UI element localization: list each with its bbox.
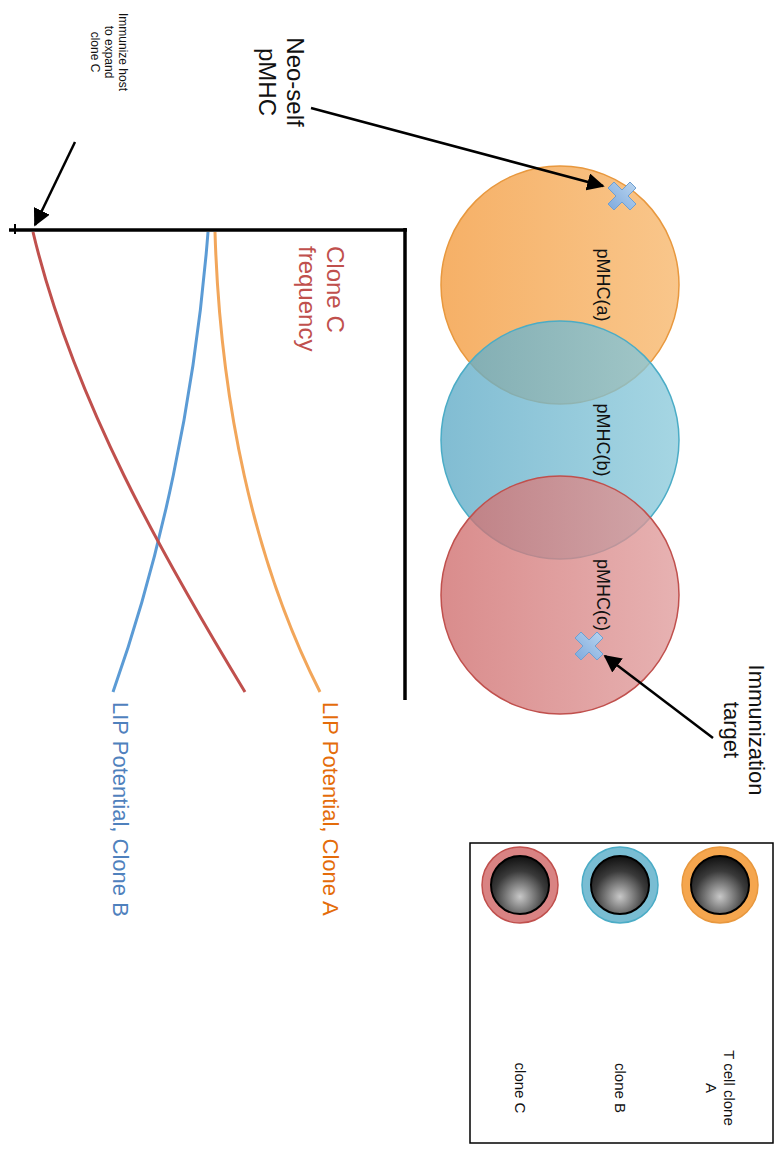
pmhc-label: pMHC(b) xyxy=(593,320,614,560)
legend-label: clone B xyxy=(611,1050,629,1126)
circle-outline xyxy=(440,475,680,715)
cell-membrane xyxy=(682,847,758,923)
chart-axis xyxy=(14,224,16,234)
cell-nucleus xyxy=(691,856,749,914)
callout-label: Immunize host to expand clone C xyxy=(88,10,129,94)
legend-item: T cell clone A xyxy=(673,845,767,1139)
cell-membrane xyxy=(582,847,658,923)
legend-item: clone B xyxy=(573,845,667,1139)
legend-label: clone C xyxy=(511,1050,529,1126)
t-cell-symbol xyxy=(573,845,667,945)
legend-label: T cell clone A xyxy=(702,1050,738,1126)
t-cell-symbol xyxy=(473,845,567,945)
t-cell-symbol xyxy=(673,845,767,945)
pmhc-label: pMHC(c) xyxy=(593,475,614,715)
pmhc-mark xyxy=(608,182,636,210)
chart-axis xyxy=(403,228,407,700)
cell-membrane xyxy=(482,847,558,923)
legend-item: clone C xyxy=(473,845,567,1139)
pmhc-circle: pMHC(c) xyxy=(440,475,680,715)
leader-arrow xyxy=(311,108,603,186)
cell-nucleus xyxy=(591,856,649,914)
circle-shape xyxy=(441,476,679,714)
leader-arrow xyxy=(605,656,713,738)
curve-label: LIP Potential, Clone B xyxy=(108,702,133,917)
frequency-curve-c xyxy=(33,232,245,692)
cell-nucleus xyxy=(491,856,549,914)
lip-curve-b xyxy=(113,232,208,692)
pmhc-mark xyxy=(575,632,603,660)
pmhc-label: pMHC(a) xyxy=(593,165,614,405)
leader-arrow xyxy=(35,142,75,225)
callout-label: Neo-self pMHC xyxy=(254,30,309,134)
curve-label: LIP Potential, Clone A xyxy=(318,702,343,916)
chart-axis xyxy=(9,228,407,232)
legend-frame xyxy=(470,843,773,1143)
curve-label: Clone C frequency xyxy=(294,246,349,364)
callout-label: Immunization target xyxy=(718,652,769,808)
